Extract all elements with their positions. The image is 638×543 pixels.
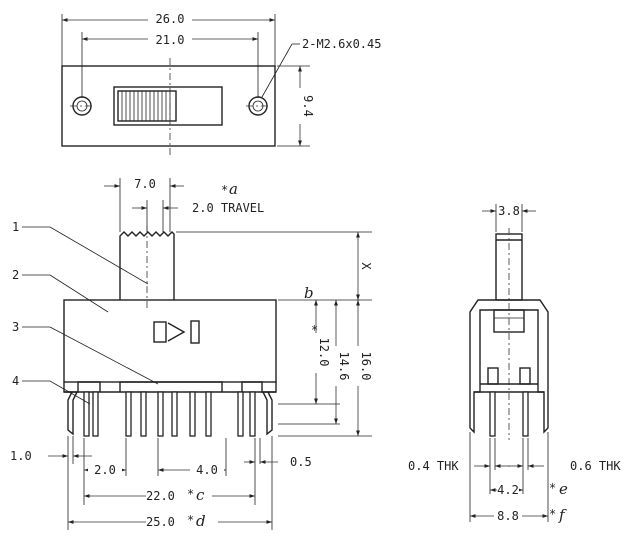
dim-26-label: 26.0 — [156, 12, 185, 26]
side-frame — [469, 299, 549, 434]
note-a-letter: a — [229, 180, 238, 198]
front-housing — [63, 299, 277, 383]
callout-1: 1 — [12, 220, 19, 234]
position-mark-box — [153, 321, 167, 343]
side-view: 3.8 0.4 THK 0.6 THK 4.2 * — [408, 204, 621, 524]
note-e-letter: e — [559, 480, 568, 498]
dim-0-6-label: 0.6 THK — [570, 459, 621, 473]
mounting-hole-left — [70, 96, 94, 116]
side-pin-left — [489, 391, 496, 437]
slide-window — [113, 86, 223, 126]
hole-note: 2-M2.6x0.45 — [302, 37, 381, 51]
top-housing — [61, 65, 276, 147]
dim-4-2-label: 4.2 — [497, 483, 519, 497]
note-c-letter: c — [196, 486, 205, 504]
dim-x-label: X — [359, 262, 373, 270]
note-e-mark: * — [549, 481, 556, 495]
terminal-pins — [83, 391, 256, 437]
dim-22-label: 22.0 — [146, 489, 175, 503]
dim-12-mark: * — [311, 323, 318, 337]
knob-ribs — [121, 91, 171, 121]
dim-7-label: 7.0 — [134, 177, 156, 191]
dim-0-5-label: 0.5 — [290, 455, 312, 469]
callout-4: 4 — [12, 374, 19, 388]
callouts: 1 2 3 4 — [12, 220, 159, 405]
base-plate — [63, 381, 277, 393]
note-d-mark: * — [187, 513, 194, 527]
dim-0-4-label: 0.4 THK — [408, 459, 459, 473]
dim-9-4-label: 9.4 — [301, 95, 315, 117]
slide-knob — [117, 90, 177, 122]
note-f-mark: * — [549, 507, 556, 521]
dim-8-8-label: 8.8 — [497, 509, 519, 523]
mounting-hole-right — [246, 96, 270, 116]
hole-leader — [261, 43, 293, 98]
dim-4-0-label: 4.0 — [196, 463, 218, 477]
top-view: 26.0 21.0 9.4 — [61, 12, 381, 155]
position-arrow — [167, 322, 186, 342]
mounting-tab-right — [262, 391, 273, 436]
dim-21-label: 21.0 — [156, 33, 185, 47]
note-b-letter: b — [304, 284, 314, 302]
dim-16-label: 16.0 — [359, 352, 373, 381]
side-contact-right — [519, 367, 531, 385]
dim-3-8-label: 3.8 — [498, 204, 520, 218]
mounting-tab-left — [67, 391, 78, 436]
front-actuator — [119, 231, 175, 300]
callout-3: 3 — [12, 320, 19, 334]
dim-2-0-label: 2.0 — [94, 463, 116, 477]
note-f-letter: f — [558, 506, 567, 524]
dim-25-label: 25.0 — [146, 515, 175, 529]
side-contact-left — [487, 367, 499, 385]
dim-12-label: 12.0 — [317, 338, 331, 367]
position-bar — [190, 320, 200, 344]
note-c-mark: * — [187, 487, 194, 501]
callout-2: 2 — [12, 268, 19, 282]
note-d-letter: d — [196, 512, 206, 530]
front-view: 7.0 2.0 TRAVEL * a — [10, 177, 373, 530]
travel-label: 2.0 TRAVEL — [192, 201, 264, 215]
dim-14-6-label: 14.6 — [337, 352, 351, 381]
side-pin-right — [522, 391, 529, 437]
dim-1-0-label: 1.0 — [10, 449, 32, 463]
side-slider — [493, 309, 525, 333]
note-a-mark: * — [221, 183, 228, 197]
